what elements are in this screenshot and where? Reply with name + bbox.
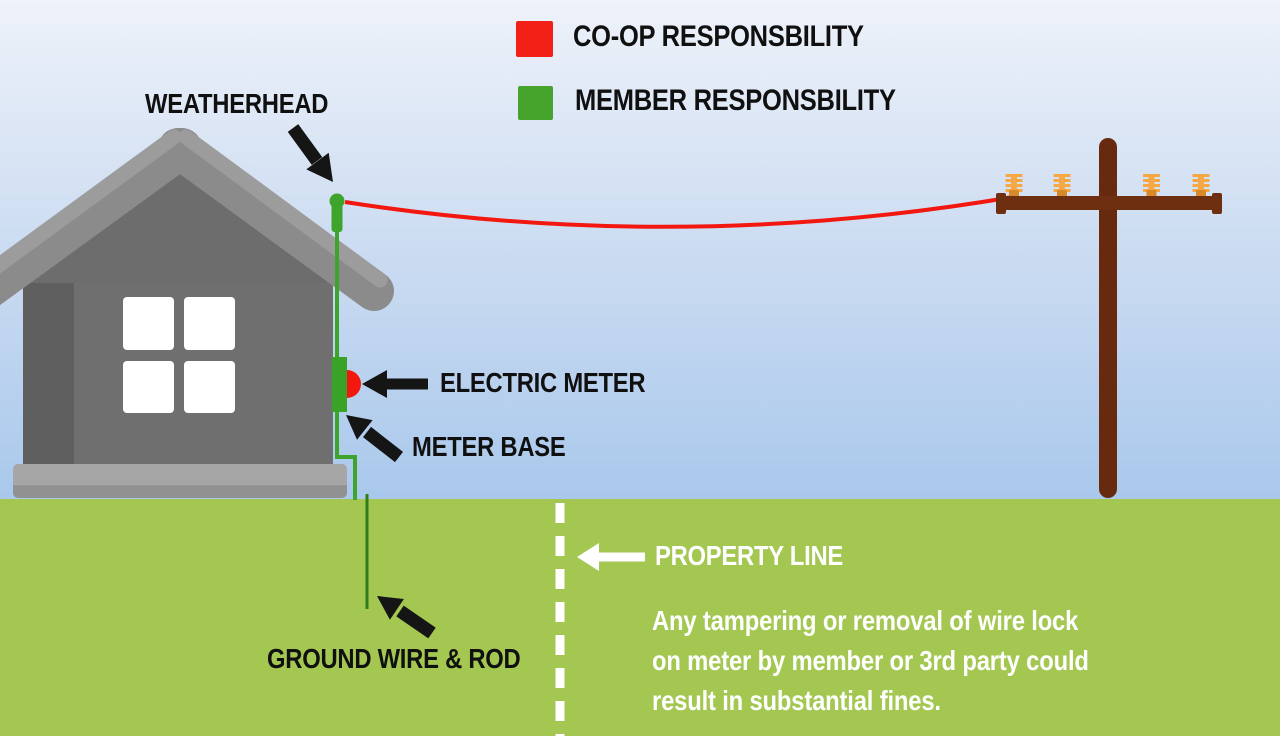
house-roof <box>0 128 394 311</box>
window-pane <box>123 297 174 350</box>
insulator <box>1005 174 1023 196</box>
weatherhead-cap <box>329 193 345 209</box>
property-line-label: PROPERTY LINE <box>655 540 844 571</box>
house-wall-shadow <box>23 283 74 465</box>
warning-line: result in substantial fines. <box>652 685 941 716</box>
meter-base-box <box>332 357 347 412</box>
insulator <box>1053 174 1071 196</box>
insulator <box>1143 174 1160 196</box>
meter-base-label: METER BASE <box>412 431 566 462</box>
utility-pole <box>996 138 1222 498</box>
pole-crossarm <box>1003 196 1215 210</box>
electric-meter-arrow <box>362 370 428 398</box>
warning-line: Any tampering or removal of wire lock <box>652 605 1079 636</box>
house-wall <box>23 283 333 465</box>
insulator <box>1192 174 1210 196</box>
pole-trunk <box>1099 138 1117 498</box>
callout-arrows <box>287 124 645 639</box>
legend-swatch-member <box>518 86 553 120</box>
window-pane <box>184 361 235 413</box>
ground-wire-label: GROUND WIRE & ROD <box>267 643 521 674</box>
ground-wire-arrow <box>377 596 436 639</box>
weatherhead-arrow <box>287 124 333 182</box>
warning-text: Any tampering or removal of wire lock on… <box>652 601 1089 721</box>
meter-base-arrow <box>346 415 404 463</box>
member-service-equipment <box>329 193 369 609</box>
service-drop-wire <box>344 195 1014 229</box>
house-gable <box>20 148 336 285</box>
grass-ground <box>0 499 1280 736</box>
window <box>123 297 235 413</box>
service-conduit <box>335 204 357 500</box>
window-pane <box>184 297 235 350</box>
electric-meter-label: ELECTRIC METER <box>440 367 646 398</box>
window-pane <box>123 361 174 413</box>
legend-swatch-coop <box>516 21 553 57</box>
house <box>0 128 394 498</box>
property-line-arrow <box>577 543 645 571</box>
house-foundation <box>13 464 347 498</box>
legend-label-coop: CO-OP RESPONSBILITY <box>573 20 864 53</box>
warning-line: on meter by member or 3rd party could <box>652 645 1089 676</box>
electric-meter-dot <box>347 370 361 398</box>
legend-label-member: MEMBER RESPONSBILITY <box>575 84 896 117</box>
weatherhead-label: WEATHERHEAD <box>145 88 329 119</box>
